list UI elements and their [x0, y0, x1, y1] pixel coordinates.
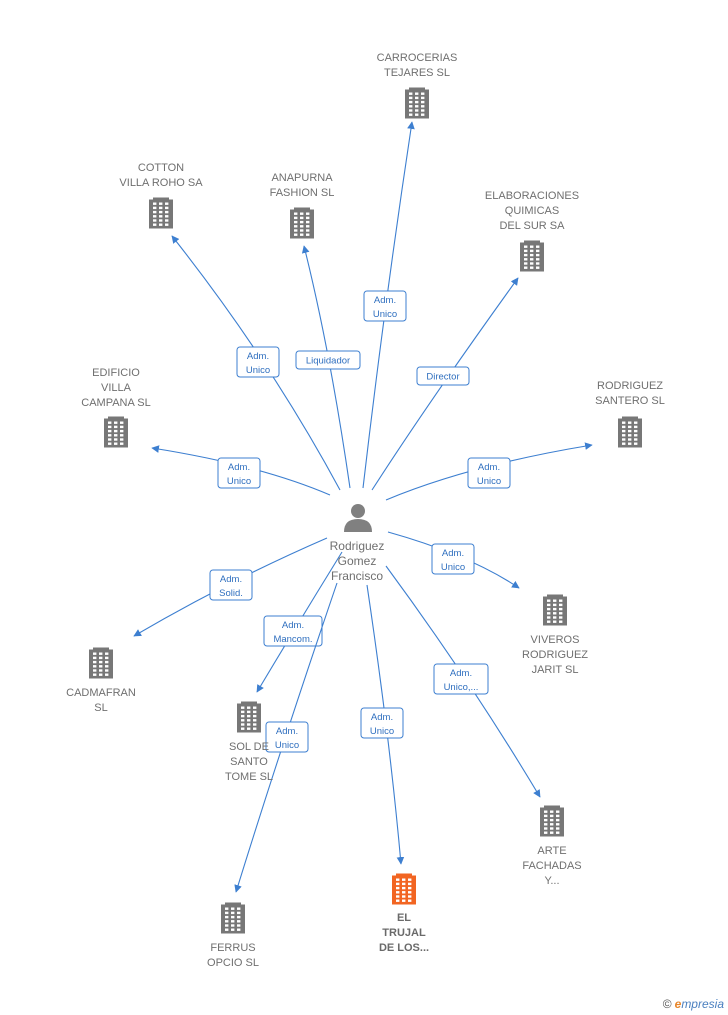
role-label-elaboraciones[interactable]: Director	[416, 366, 470, 386]
building-icon	[89, 647, 113, 679]
role-label-arte[interactable]: Adm. Unico,...	[433, 663, 489, 695]
company-node-edificio[interactable]: EDIFICIO VILLA CAMPANA SL	[81, 367, 151, 448]
center-name-line: Francisco	[331, 569, 383, 583]
company-name-line: TEJARES SL	[384, 67, 450, 79]
building-icon	[237, 701, 261, 733]
company-name-line: SANTO	[230, 756, 268, 768]
company-name-line: FASHION SL	[270, 187, 335, 199]
company-node-viveros[interactable]: VIVEROS RODRIGUEZ JARIT SL	[522, 594, 588, 677]
role-text: Unico	[227, 476, 251, 487]
center-person-node[interactable]: Rodriguez Gomez Francisco	[330, 504, 385, 583]
company-name-line: FACHADAS	[522, 860, 581, 872]
role-text: Unico,...	[444, 682, 479, 693]
company-name-line: Y...	[544, 875, 559, 887]
company-name-line: ARTE	[537, 845, 566, 857]
building-icon	[618, 416, 642, 448]
edge-line-elaboraciones	[371, 277, 519, 491]
company-name-line: JARIT SL	[532, 664, 579, 676]
building-icon	[149, 197, 173, 229]
role-text: Unico	[373, 309, 397, 320]
company-name-line: EL	[397, 912, 411, 924]
role-label-cadmafran[interactable]: Adm. Solid.	[209, 569, 253, 601]
brand-logo-e: e	[674, 997, 682, 1011]
role-text: Unico	[477, 476, 501, 487]
role-text: Adm.	[276, 726, 298, 737]
building-icon	[290, 207, 314, 239]
company-name-line: COTTON	[138, 162, 184, 174]
company-name-line: EDIFICIO	[92, 367, 140, 379]
company-name-line: VILLA ROHO SA	[119, 177, 203, 189]
company-name-line: CARROCERIAS	[377, 52, 458, 64]
center-name-line: Gomez	[338, 554, 377, 568]
building-icon	[221, 902, 245, 934]
role-text: Adm.	[220, 574, 242, 585]
role-text: Unico	[441, 562, 465, 573]
company-name-line: DEL SUR SA	[499, 220, 565, 232]
company-name-line: RODRIGUEZ	[522, 649, 588, 661]
building-icon	[405, 87, 429, 119]
company-name-line: TOME SL	[225, 771, 273, 783]
company-node-rodriguez-santero[interactable]: RODRIGUEZ SANTERO SL	[595, 380, 665, 448]
building-icon	[520, 240, 544, 272]
company-name-line: SANTERO SL	[595, 395, 665, 407]
company-name-line: SOL DE	[229, 741, 269, 753]
role-text: Unico	[275, 740, 299, 751]
role-text: Adm.	[371, 712, 393, 723]
role-label-edificio[interactable]: Adm. Unico	[217, 457, 261, 489]
company-name-line: DE LOS...	[379, 942, 429, 954]
building-icon	[392, 873, 416, 905]
company-name-line: QUIMICAS	[505, 205, 559, 217]
company-node-el-trujal[interactable]: EL TRUJAL DE LOS...	[379, 873, 429, 955]
company-node-cadmafran[interactable]: CADMAFRAN SL	[66, 647, 136, 715]
copyright-symbol: ©	[662, 997, 672, 1011]
role-label-anapurna[interactable]: Liquidador	[295, 350, 361, 370]
company-name-line: TRUJAL	[382, 927, 426, 939]
building-icon	[540, 805, 564, 837]
company-node-carrocerias[interactable]: CARROCERIAS TEJARES SL	[377, 52, 458, 119]
role-text: Unico	[246, 365, 270, 376]
role-text: Adm.	[228, 462, 250, 473]
brand-logo-text: mpresia	[681, 997, 724, 1011]
footer-brand: ©empresia	[663, 997, 724, 1011]
role-label-ferrus[interactable]: Adm. Unico	[265, 721, 309, 753]
role-text: Adm.	[478, 462, 500, 473]
role-text: Adm.	[442, 548, 464, 559]
company-node-anapurna[interactable]: ANAPURNA FASHION SL	[270, 172, 335, 239]
role-label-cotton[interactable]: Adm. Unico	[236, 346, 280, 378]
company-name-line: VILLA	[101, 382, 132, 394]
company-name-line: FERRUS	[210, 942, 255, 954]
company-node-elaboraciones[interactable]: ELABORACIONES QUIMICAS DEL SUR SA	[485, 190, 579, 272]
company-name-line: CAMPANA SL	[81, 397, 151, 409]
company-node-sol[interactable]: SOL DE SANTO TOME SL	[225, 701, 273, 784]
role-label-viveros[interactable]: Adm. Unico	[431, 543, 475, 575]
role-label-sol[interactable]: Adm. Mancom.	[263, 615, 323, 647]
center-name-line: Rodriguez	[330, 539, 385, 553]
person-icon	[344, 504, 372, 532]
role-text: Director	[426, 372, 459, 383]
company-name-line: RODRIGUEZ	[597, 380, 663, 392]
role-text: Adm.	[450, 668, 472, 679]
role-text: Mancom.	[273, 634, 312, 645]
role-label-rodriguez-santero[interactable]: Adm. Unico	[467, 457, 511, 489]
building-icon	[543, 594, 567, 626]
role-text: Solid.	[219, 588, 243, 599]
role-label-el-trujal[interactable]: Adm. Unico	[360, 707, 404, 739]
company-name-line: OPCIO SL	[207, 957, 259, 969]
role-text: Adm.	[282, 620, 304, 631]
company-node-cotton[interactable]: COTTON VILLA ROHO SA	[119, 162, 203, 229]
company-name-line: ANAPURNA	[271, 172, 333, 184]
company-name-line: VIVEROS	[531, 634, 580, 646]
company-node-arte[interactable]: ARTE FACHADAS Y...	[522, 805, 582, 888]
company-name-line: CADMAFRAN	[66, 687, 136, 699]
building-icon	[104, 416, 128, 448]
company-node-ferrus[interactable]: FERRUS OPCIO SL	[207, 902, 259, 970]
role-text: Adm.	[374, 295, 396, 306]
company-name-line: ELABORACIONES	[485, 190, 579, 202]
role-label-carrocerias[interactable]: Adm. Unico	[363, 290, 407, 322]
company-name-line: SL	[94, 702, 107, 714]
role-text: Adm.	[247, 351, 269, 362]
role-text: Liquidador	[306, 356, 350, 367]
role-text: Unico	[370, 726, 394, 737]
